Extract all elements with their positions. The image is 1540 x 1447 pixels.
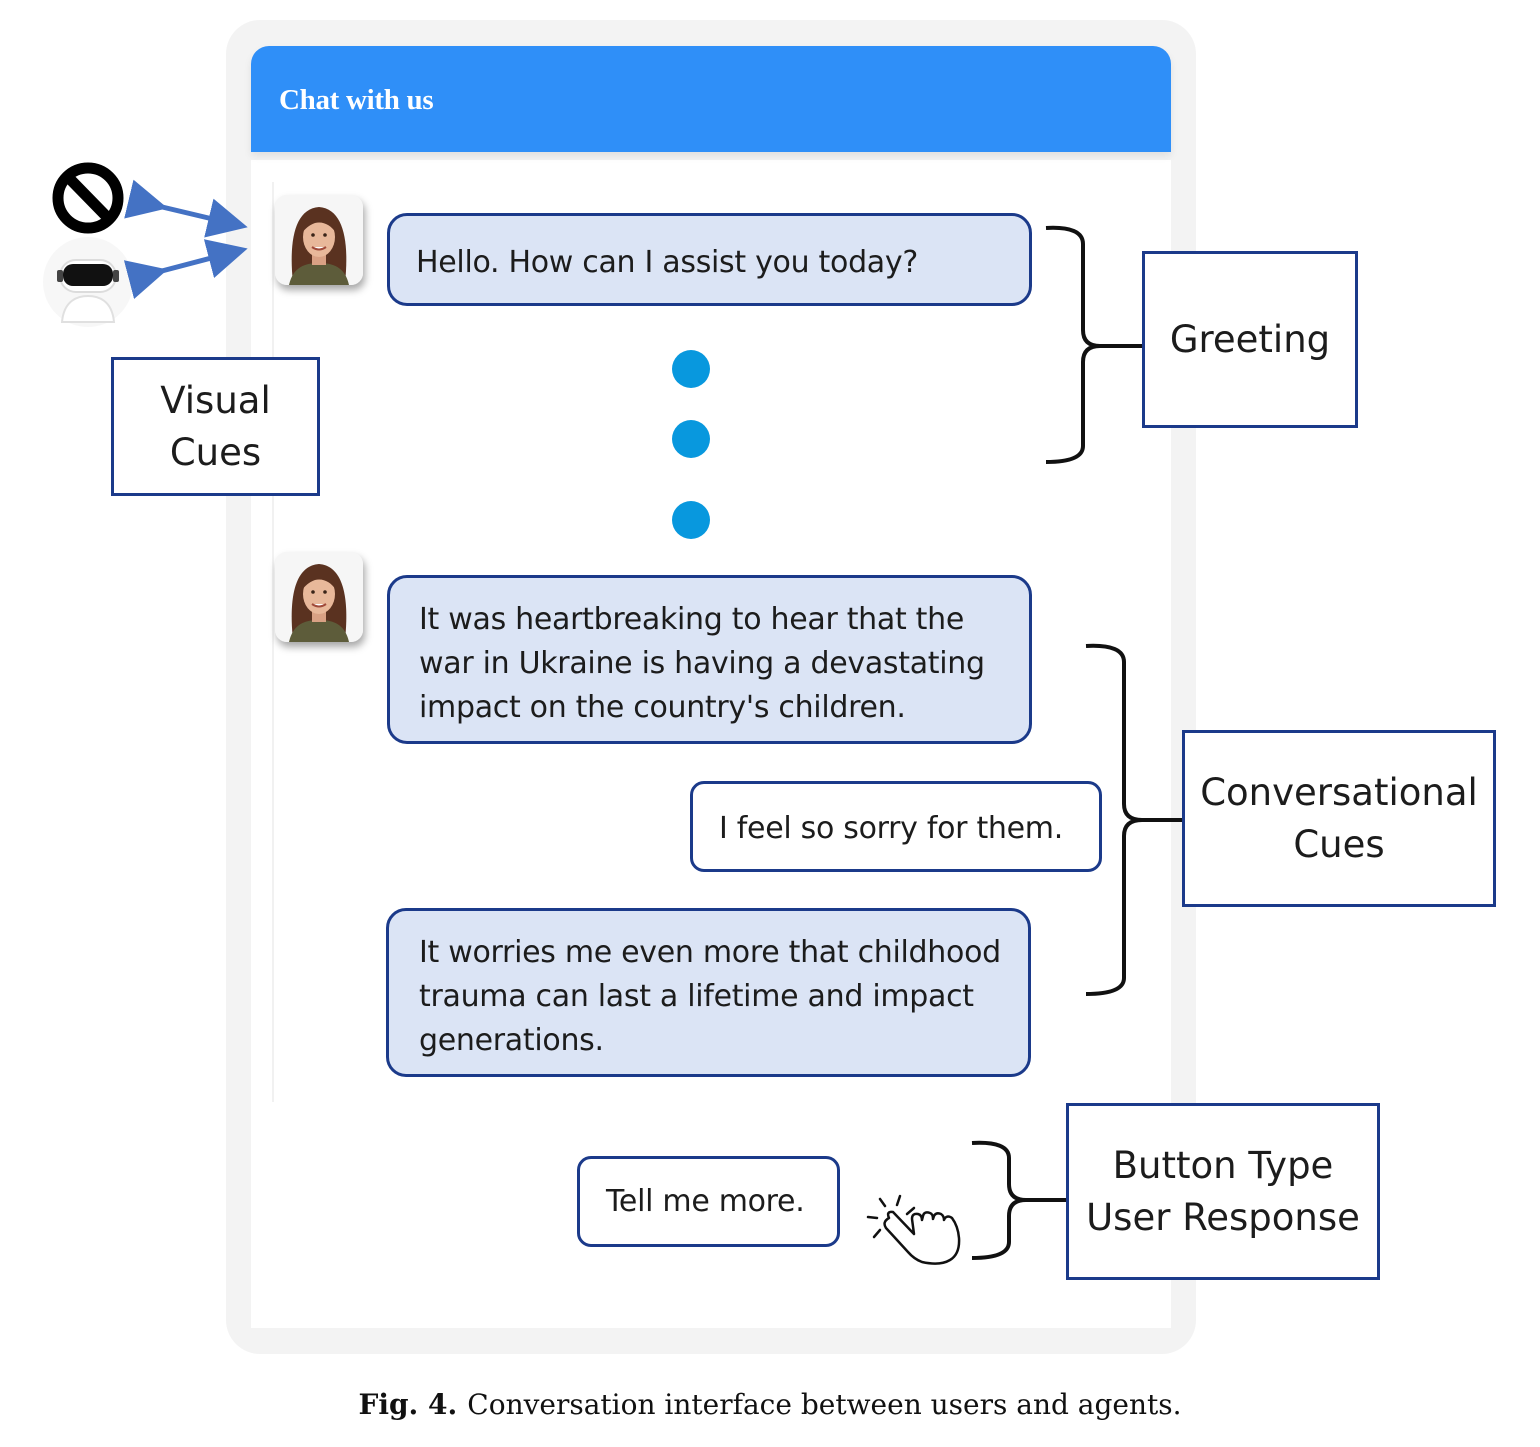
agent-message-greeting: Hello. How can I assist you today? bbox=[387, 213, 1032, 306]
ellipsis-dot bbox=[672, 350, 710, 388]
chat-header: Chat with us bbox=[251, 46, 1171, 152]
agent-message: It worries me even more that childhood t… bbox=[386, 908, 1031, 1077]
double-arrow bbox=[124, 179, 248, 238]
tell-me-more-button[interactable]: Tell me more. bbox=[577, 1156, 840, 1247]
button-type-user-response-label: Button Type User Response bbox=[1066, 1103, 1380, 1280]
agent-avatar-icon bbox=[275, 195, 363, 285]
robot-icon bbox=[43, 237, 133, 327]
ellipsis-dot bbox=[672, 420, 710, 458]
hand-tap-icon bbox=[866, 1194, 961, 1265]
greeting-bracket bbox=[1045, 225, 1142, 464]
figure-caption: Fig. 4.Conversation interface between us… bbox=[358, 1388, 1182, 1421]
button-type-bracket bbox=[971, 1140, 1066, 1260]
visual-cues-label: Visual Cues bbox=[111, 357, 320, 496]
greeting-label: Greeting bbox=[1142, 251, 1358, 428]
user-message: I feel so sorry for them. bbox=[690, 781, 1102, 872]
no-symbol-icon bbox=[52, 162, 124, 234]
agent-avatar-icon bbox=[275, 552, 363, 642]
double-arrow bbox=[123, 239, 248, 299]
conversational-cues-bracket bbox=[1085, 643, 1182, 996]
agent-message: It was heartbreaking to hear that the wa… bbox=[387, 575, 1032, 744]
conversational-cues-label: Conversational Cues bbox=[1182, 730, 1496, 907]
ellipsis-dot bbox=[672, 501, 710, 539]
chat-title: Chat with us bbox=[279, 84, 434, 116]
